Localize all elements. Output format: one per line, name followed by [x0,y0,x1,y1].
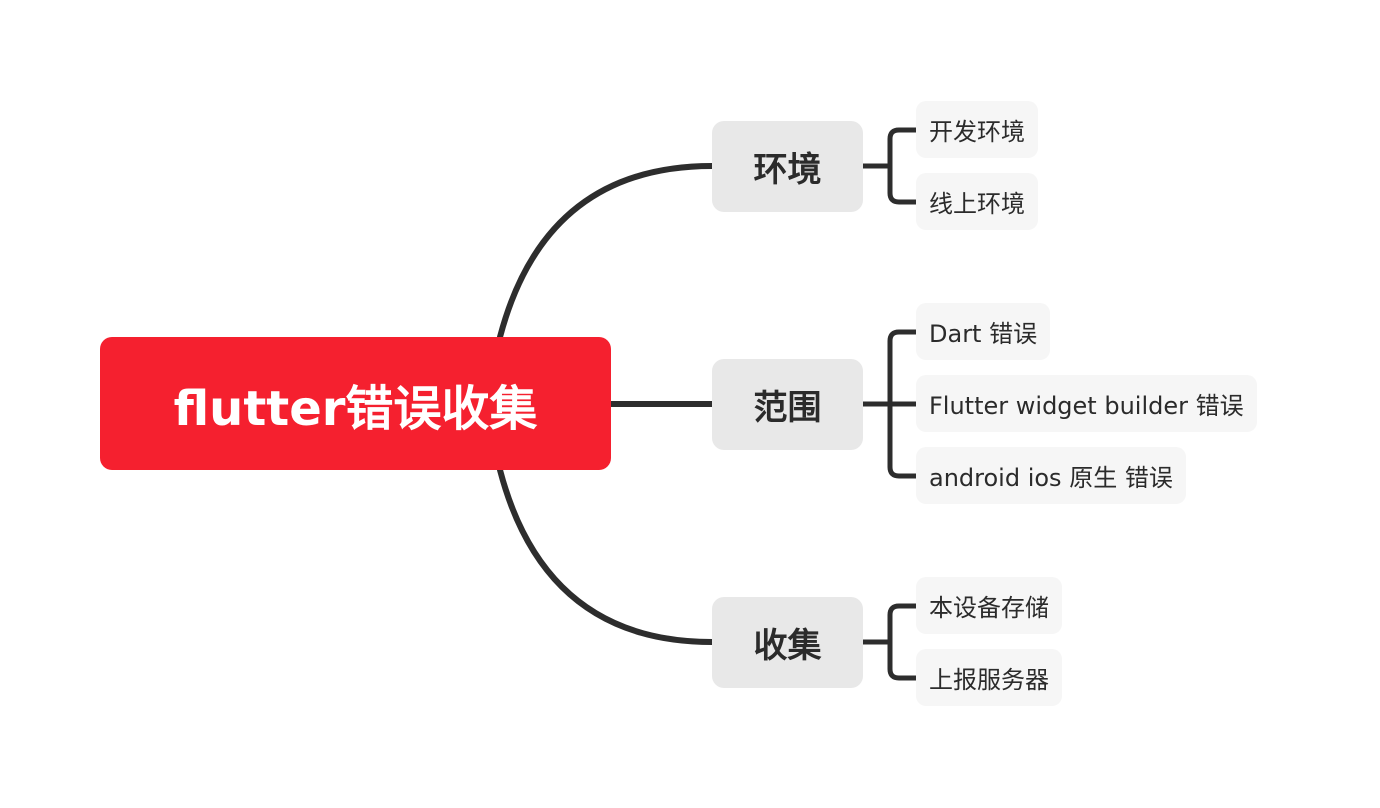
connector-root-to-environment [497,163,715,340]
branch-collection-label: 收集 [753,626,822,666]
leaf-dart-errors[interactable]: Dart 错误 [916,303,1051,360]
leaf-label: 线上环境 [929,190,1025,218]
root-topic-label: flutter错误收集 [173,380,538,437]
leaf-flutter-widget-builder-errors[interactable]: Flutter widget builder 错误 [916,375,1257,432]
leaf-label: Flutter widget builder 错误 [929,392,1244,420]
branch-environment-label: 环境 [753,150,822,190]
branch-scope[interactable]: 范围 [712,359,863,450]
bracket-collection [860,603,919,681]
leaf-label: Dart 错误 [929,320,1038,348]
leaf-local-device-storage[interactable]: 本设备存储 [916,577,1062,634]
branch-scope-label: 范围 [753,388,822,428]
branch-collection[interactable]: 收集 [712,597,863,688]
leaf-dev-environment[interactable]: 开发环境 [916,101,1038,158]
leaf-native-platform-errors[interactable]: android ios 原生 错误 [916,447,1186,504]
root-topic[interactable]: flutter错误收集 [100,337,611,470]
leaf-production-environment[interactable]: 线上环境 [916,173,1038,230]
branch-environment[interactable]: 环境 [712,121,863,212]
leaf-label: 本设备存储 [929,594,1049,622]
bracket-environment [860,127,919,205]
leaf-report-to-server[interactable]: 上报服务器 [916,649,1062,706]
leaf-label: 开发环境 [929,118,1025,146]
leaf-label: 上报服务器 [929,666,1049,694]
bracket-scope [860,329,919,479]
leaf-label: android ios 原生 错误 [929,464,1173,492]
connector-root-to-collection [497,467,715,645]
